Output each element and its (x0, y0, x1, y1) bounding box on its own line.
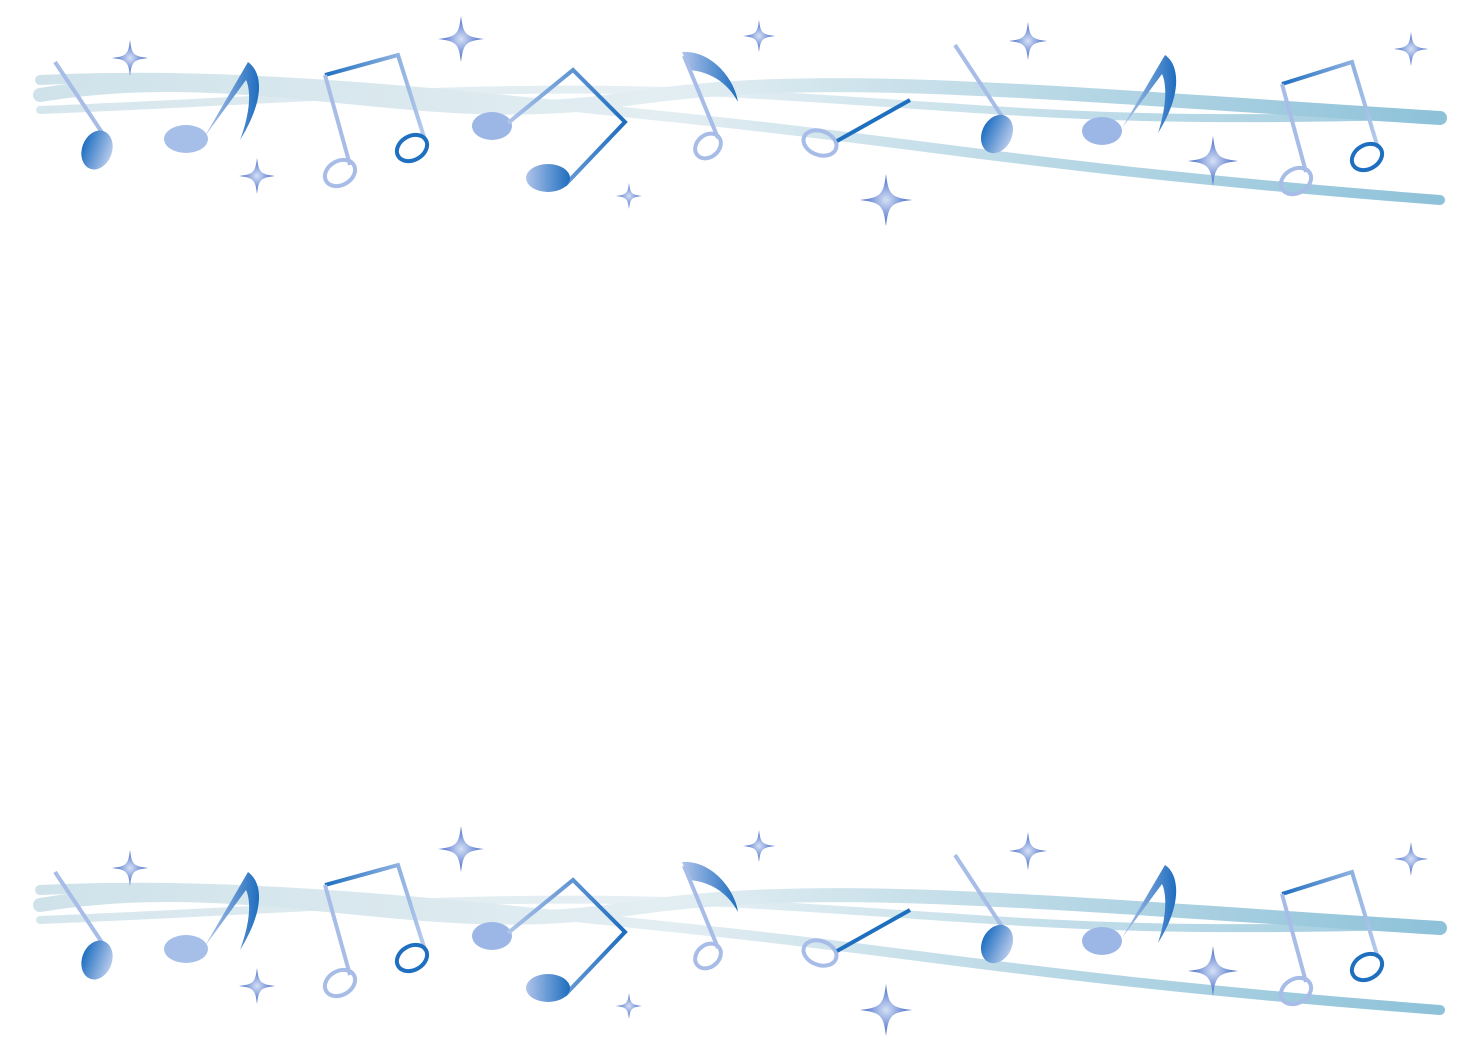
music-notes-illustration-bottom (0, 810, 1480, 1046)
music-notes-illustration (0, 0, 1480, 240)
top-music-border (0, 0, 1480, 240)
blank-canvas-area (0, 240, 1480, 810)
bottom-music-border (0, 810, 1480, 1050)
